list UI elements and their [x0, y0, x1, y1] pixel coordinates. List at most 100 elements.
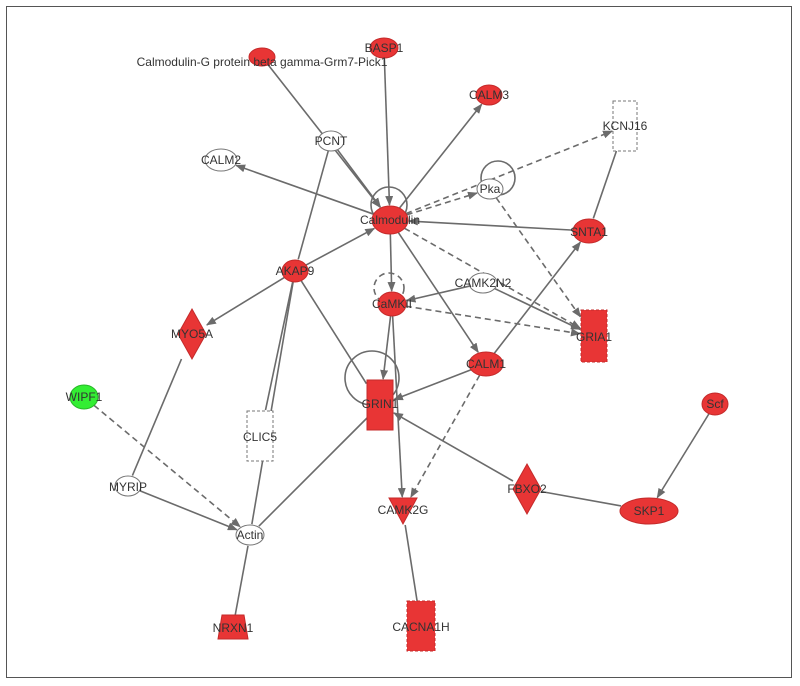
node-label-scf: Scf: [706, 397, 724, 411]
node-label-calm2: CALM2: [201, 153, 241, 167]
node-label-akap9: AKAP9: [276, 264, 315, 278]
node-calm3[interactable]: CALM3: [469, 84, 509, 106]
node-camkii[interactable]: CaMKII: [372, 291, 412, 317]
edge-camk2n2-gria1: [494, 287, 582, 331]
node-camk2n2[interactable]: CAMK2N2: [455, 272, 512, 294]
edge-myrip-actin: [139, 489, 238, 531]
node-calmodulin[interactable]: Calmodulin: [360, 205, 420, 235]
edge-calmodulin-calm2: [235, 164, 374, 215]
edge-camkii-grin1: [380, 315, 392, 381]
node-shape-myo5a: [177, 307, 207, 361]
node-wipf1[interactable]: WIPF1: [66, 384, 103, 410]
node-label-pcnt: PCNT: [315, 134, 348, 148]
node-gria1[interactable]: GRIA1: [576, 309, 612, 363]
node-shape-camkii: [377, 291, 407, 317]
node-shape-camk2g: [388, 497, 418, 526]
node-label-calm1: CALM1: [466, 357, 506, 371]
node-shape-wipf1: [69, 384, 99, 410]
edge-fbxo2-skp1: [540, 490, 622, 507]
node-label-camkii: CaMKII: [372, 297, 412, 311]
edge-fbxo2-grin1: [393, 412, 514, 482]
node-label-fbxo2: FBXO2: [507, 482, 547, 496]
node-label-skp1: SKP1: [634, 504, 665, 518]
node-scf[interactable]: Scf: [701, 392, 729, 416]
node-clic5[interactable]: CLIC5: [243, 410, 277, 462]
node-label-snta1: SNTA1: [570, 225, 608, 239]
edge-pcnt-akap9: [297, 150, 330, 260]
edge-camkii-gria1: [405, 305, 582, 337]
node-label-camk2n2: CAMK2N2: [455, 276, 512, 290]
node-shape-skp1: [619, 497, 679, 525]
edge-camk2n2-camkii: [405, 285, 470, 303]
node-label-cacna1h: CACNA1H: [392, 620, 449, 634]
edge-snta1-calmodulin: [407, 217, 574, 231]
node-shape-camk2n2: [468, 272, 498, 294]
node-cacna1h[interactable]: CACNA1H: [392, 600, 450, 652]
edge-wipf1-actin: [93, 404, 241, 528]
node-grin1[interactable]: GRIN1: [362, 379, 399, 431]
edge-akap9-clic5: [264, 281, 294, 411]
node-label-myrip: MYRIP: [109, 480, 147, 494]
edge-akap9-grin1: [300, 280, 368, 385]
node-myrip[interactable]: MYRIP: [109, 475, 147, 497]
node-label-pka: Pka: [480, 182, 501, 196]
edge-nrxn1-actin: [234, 545, 249, 616]
node-kcnj16[interactable]: KCNJ16: [603, 100, 648, 152]
node-basp1[interactable]: BASP1: [365, 37, 404, 59]
node-calm1[interactable]: CALM1: [466, 351, 506, 377]
node-shape-grin1: [366, 379, 394, 431]
node-shape-actin: [235, 524, 265, 546]
edge-akap9-actin: [251, 281, 294, 525]
edge-calmodulin-pka: [406, 191, 478, 216]
node-myo5a[interactable]: MYO5A: [171, 307, 213, 361]
edge-calm1-snta1: [493, 241, 581, 354]
edge-akap9-myo5a: [205, 276, 285, 326]
edge-calmodulin-kcnj16: [405, 130, 614, 215]
node-nrxn1[interactable]: NRXN1: [213, 614, 254, 640]
node-label-basp1: BASP1: [365, 41, 404, 55]
node-actin[interactable]: Actin: [235, 524, 265, 546]
edge-cacna1h-camk2g: [404, 524, 418, 602]
node-calm2[interactable]: CALM2: [201, 148, 241, 172]
node-akap9[interactable]: AKAP9: [276, 259, 315, 283]
node-shape-calm2: [204, 148, 238, 172]
node-snta1[interactable]: SNTA1: [570, 218, 608, 244]
node-camk2g[interactable]: CAMK2G: [378, 497, 429, 526]
node-cgpb[interactable]: Calmodulin-G protein beta gamma-Grm7-Pic…: [137, 47, 388, 69]
edge-calmodulin-calm1: [397, 231, 479, 354]
edge-myo5a-myrip: [131, 358, 183, 476]
node-label-grin1: GRIN1: [362, 397, 399, 411]
node-shape-akap9: [281, 259, 309, 283]
node-shape-snta1: [572, 218, 606, 244]
node-label-wipf1: WIPF1: [66, 390, 103, 404]
edge-pcnt-calmodulin: [336, 149, 382, 208]
edge-calm1-grin1: [393, 369, 472, 401]
edge-pka-gria1: [495, 197, 582, 318]
node-shape-cacna1h: [406, 600, 436, 652]
edge-camkii-camk2g: [391, 315, 406, 498]
edge-calmodulin-camkii: [387, 233, 396, 293]
node-label-calm3: CALM3: [469, 88, 509, 102]
node-pcnt[interactable]: PCNT: [315, 130, 348, 152]
node-shape-kcnj16: [612, 100, 638, 152]
edge-basp1-calmodulin: [383, 57, 394, 207]
node-label-kcnj16: KCNJ16: [603, 119, 648, 133]
node-shape-scf: [701, 392, 729, 416]
node-shape-gria1: [580, 309, 608, 363]
node-label-actin: Actin: [237, 528, 264, 542]
node-label-cgpb: Calmodulin-G protein beta gamma-Grm7-Pic…: [137, 55, 388, 69]
node-skp1[interactable]: SKP1: [619, 497, 679, 525]
edge-scf-skp1: [656, 413, 710, 499]
edge-calmodulin-calm3: [398, 103, 483, 209]
node-shape-cgpb: [248, 47, 276, 67]
node-fbxo2[interactable]: FBXO2: [507, 462, 547, 516]
node-shape-nrxn1: [217, 614, 249, 640]
node-shape-pka: [476, 178, 504, 200]
node-label-nrxn1: NRXN1: [213, 621, 254, 635]
node-shape-calm3: [475, 84, 503, 106]
node-pka[interactable]: Pka: [476, 178, 504, 200]
edge-grin1-actin: [258, 417, 368, 527]
node-shape-basp1: [369, 37, 399, 59]
